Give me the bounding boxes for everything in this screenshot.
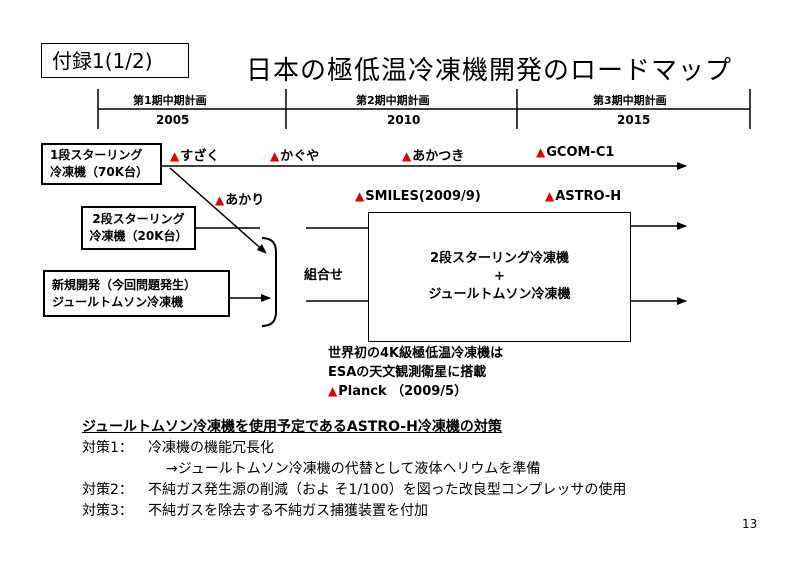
stirling-2stage-line2: 冷凍機（20K台）	[89, 229, 188, 243]
satellite-planck: ▲Planck （2009/5）	[328, 384, 468, 399]
combined-line3: ジュールトムソン冷凍機	[428, 287, 571, 302]
satellite-akari: ▲あかり	[215, 193, 265, 208]
arrow-diagonal	[169, 167, 267, 254]
red-triangle-icon: ▲	[536, 145, 546, 159]
red-triangle-icon: ▲	[170, 149, 180, 163]
combined-cooler-box: 2段スターリング冷凍機 + ジュールトムソン冷凍機	[368, 212, 631, 342]
measure-1: 対策1：冷凍機の機能冗長化	[82, 440, 274, 456]
timeline-axis	[97, 89, 751, 129]
world-first-note: 世界初の4K級極低温冷凍機は ESAの天文観測衛星に搭載 ▲Planck （20…	[328, 344, 503, 401]
red-triangle-icon: ▲	[545, 189, 555, 203]
page-title: 日本の極低温冷凍機開発のロードマップ	[246, 56, 733, 86]
year-2005: 2005	[156, 113, 190, 127]
appendix-badge: 付録1(1/2)	[41, 43, 189, 78]
note-line1: 世界初の4K級極低温冷凍機は	[328, 346, 504, 361]
red-triangle-icon: ▲	[270, 149, 280, 163]
year-2015: 2015	[617, 113, 651, 127]
phase-1-label: 第1期中期計画	[133, 94, 207, 107]
measure-3: 対策3：不純ガスを除去する不純ガス捕獲装置を付加	[82, 503, 428, 519]
phase-2-label: 第2期中期計画	[356, 94, 430, 107]
red-triangle-icon: ▲	[215, 193, 225, 207]
phase-3-label: 第3期中期計画	[593, 94, 667, 107]
satellite-gcom-c1: ▲GCOM-C1	[536, 145, 615, 160]
satellite-kaguya: ▲かぐや	[270, 149, 320, 164]
page-number: 13	[742, 517, 758, 531]
red-triangle-icon: ▲	[402, 149, 412, 163]
stirling-1stage-line1: 1段スターリング	[50, 148, 143, 162]
stirling-1stage-box: 1段スターリング 冷凍機（70K台）	[41, 143, 162, 185]
satellite-suzaku: ▲すざく	[170, 149, 220, 164]
new-development-line1: 新規開発（今回問題発生）	[52, 277, 197, 292]
stirling-2stage-line1: 2段スターリング	[92, 212, 185, 226]
combined-line2: +	[494, 269, 505, 284]
combine-label: 組合せ	[304, 268, 344, 283]
brace	[261, 237, 277, 327]
satellite-smiles: ▲SMILES(2009/9)	[355, 189, 481, 204]
stirling-1stage-line2: 冷凍機（70K台）	[50, 165, 148, 179]
new-development-line2: ジュールトムソン冷凍機	[52, 294, 184, 309]
stirling-2stage-box: 2段スターリング 冷凍機（20K台）	[81, 206, 196, 250]
measures-heading: ジュールトムソン冷凍機を使用予定であるASTRO-H冷凍機の対策	[82, 419, 502, 435]
measure-1-detail: →ジュールトムソン冷凍機の代替として液体ヘリウムを準備	[166, 461, 541, 477]
new-development-box: 新規開発（今回問題発生） ジュールトムソン冷凍機	[43, 270, 230, 317]
year-2010: 2010	[387, 113, 421, 127]
satellite-astro-h: ▲ASTRO-H	[545, 189, 622, 204]
red-triangle-icon: ▲	[355, 189, 365, 203]
combined-line1: 2段スターリング冷凍機	[429, 251, 570, 266]
red-triangle-icon: ▲	[328, 384, 338, 398]
note-line2: ESAの天文観測衛星に搭載	[328, 365, 487, 380]
measure-2: 対策2：不純ガス発生源の削減（およ そ1/100）を図った改良型コンプレッサの使…	[82, 482, 627, 498]
satellite-akatsuki: ▲あかつき	[402, 149, 465, 164]
